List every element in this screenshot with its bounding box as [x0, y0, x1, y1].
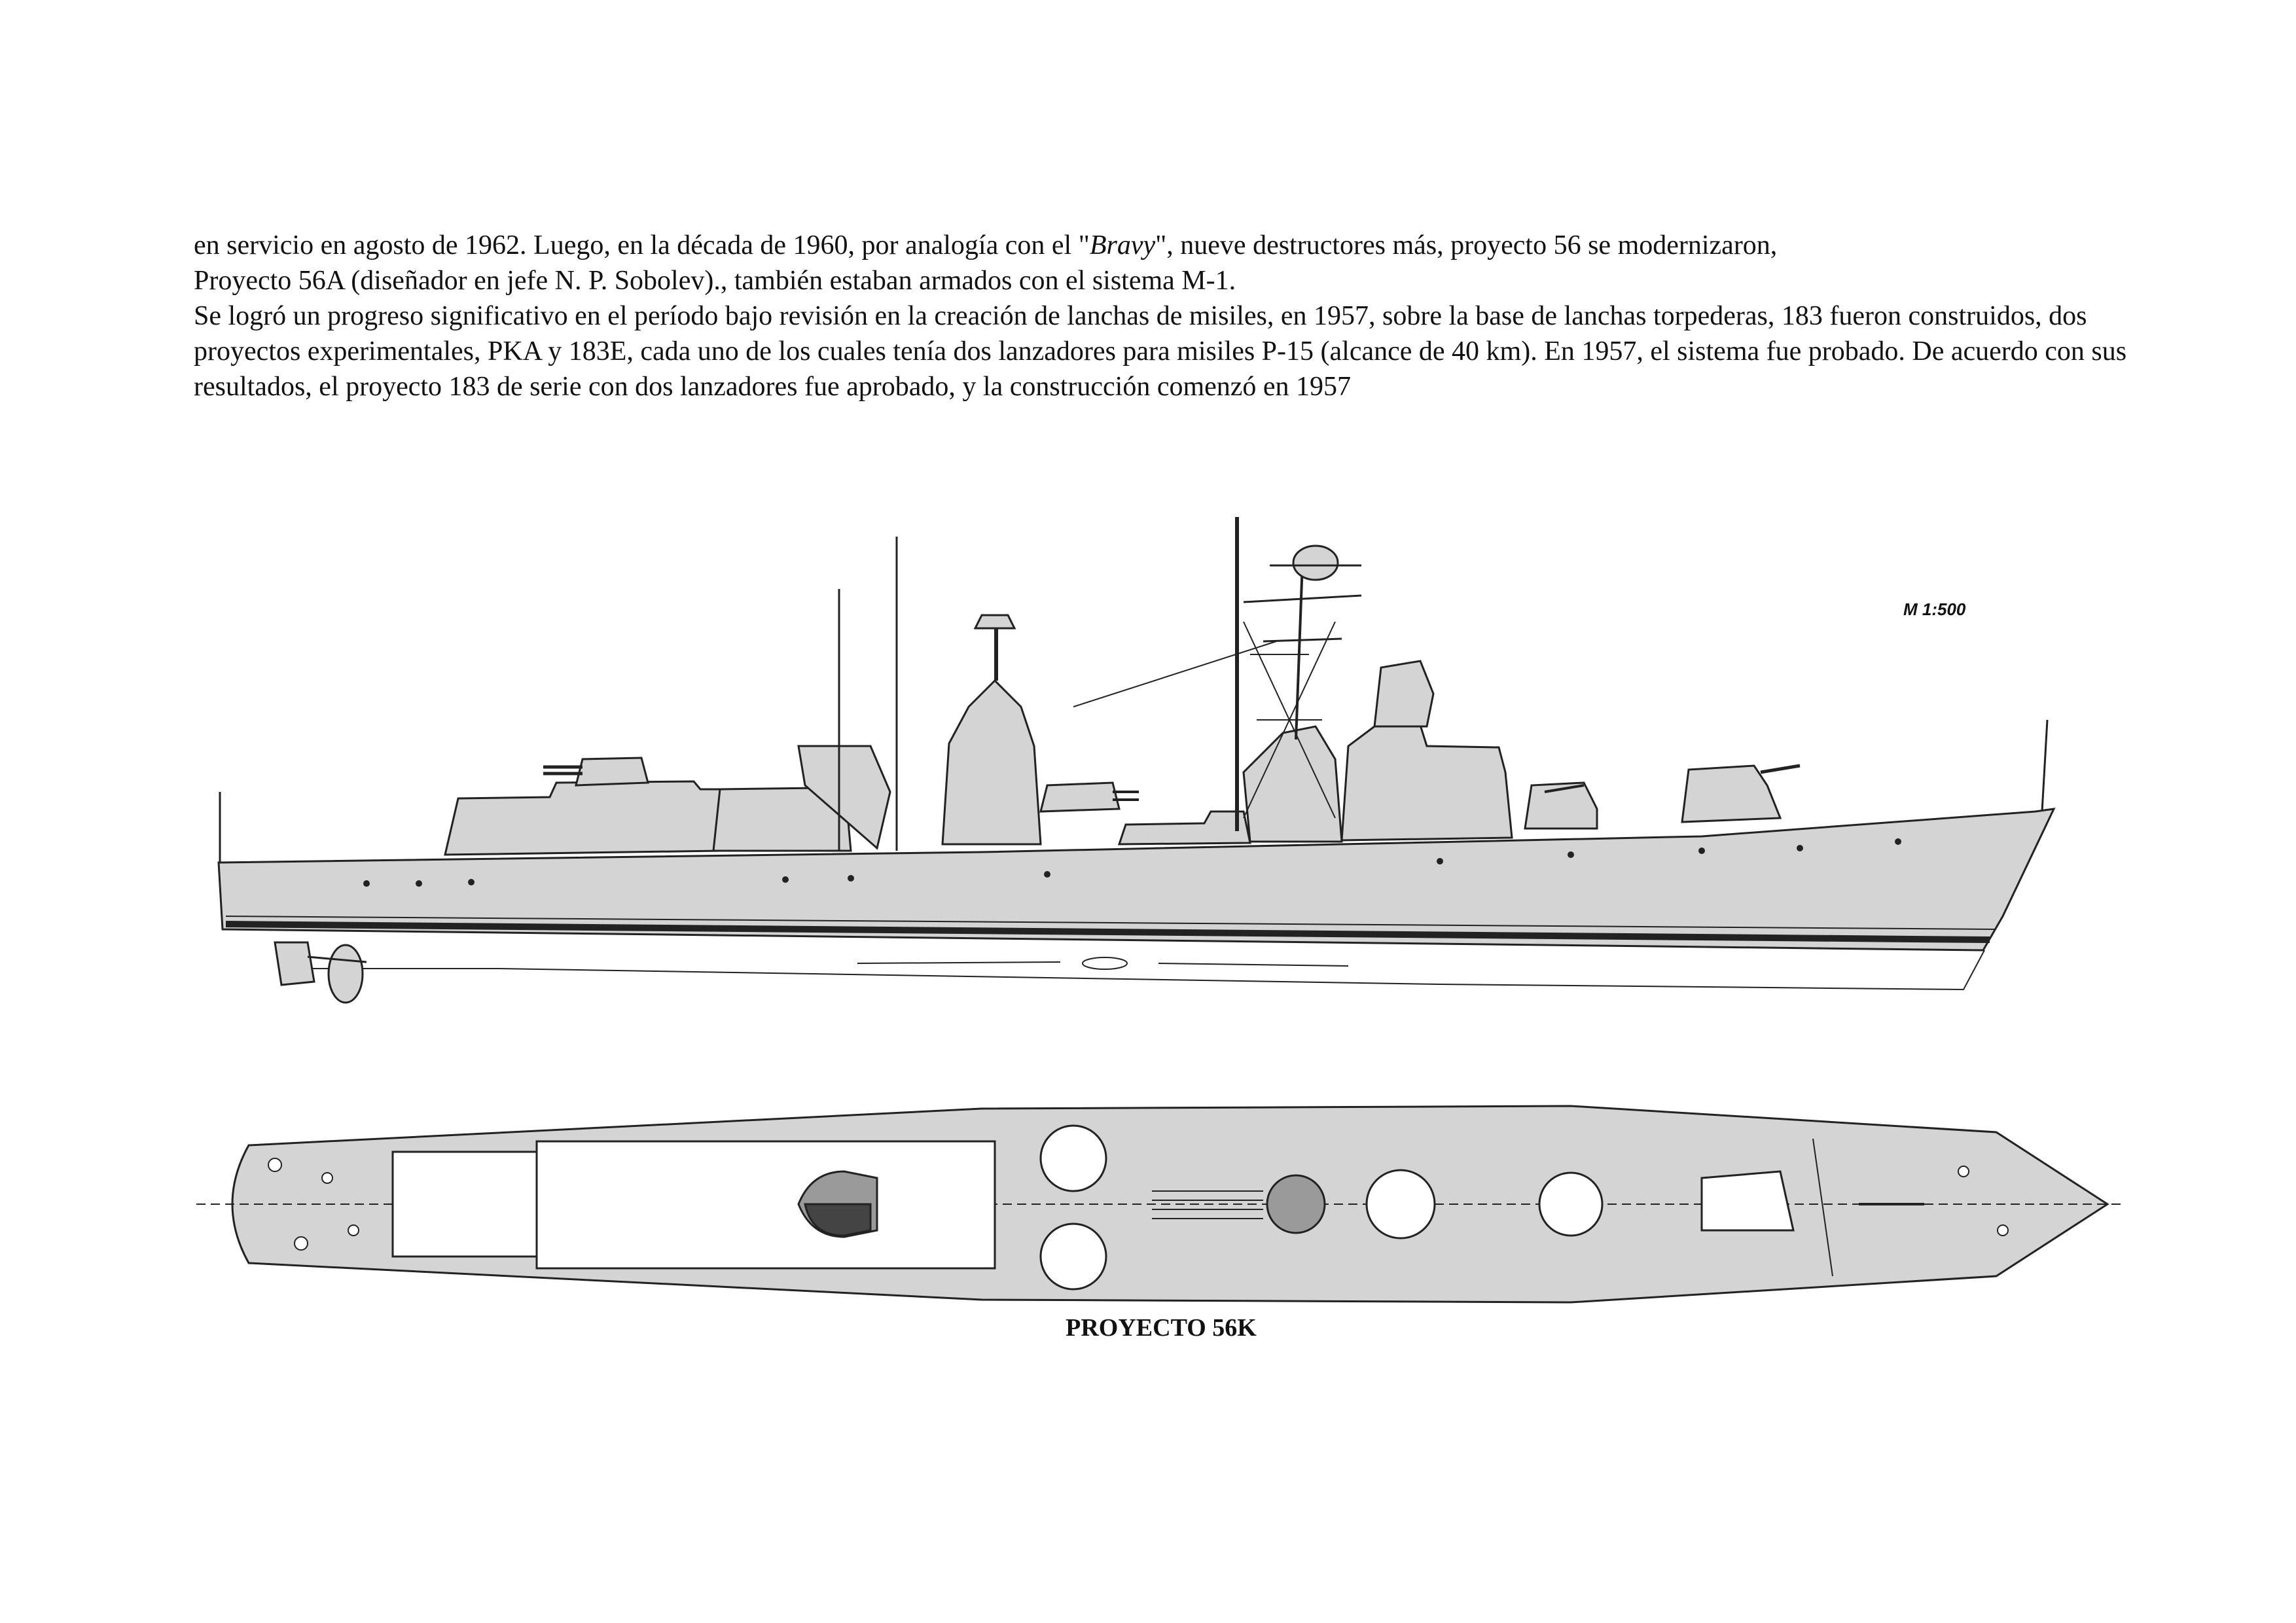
- boot-top: [225, 921, 1990, 943]
- paragraph-1: en servicio en agosto de 1962. Luego, en…: [194, 230, 1778, 296]
- ship-name-bravy: Bravy: [1089, 230, 1156, 260]
- forward-gun-plan: [1700, 1170, 1795, 1232]
- foremast-lattice: [1243, 621, 1336, 819]
- aft-funnel: [797, 745, 891, 850]
- gun-mount-plan-3: [1266, 1174, 1326, 1234]
- aft-deckhouse-plan: [391, 1150, 538, 1258]
- rudder: [274, 941, 315, 986]
- bridge-director: [1373, 660, 1435, 728]
- scale-label: M 1:500: [1903, 599, 1966, 619]
- plan-view: [196, 1105, 2121, 1304]
- aft-superstructure: [444, 780, 721, 856]
- gun-mount-plan-2: [1039, 1222, 1107, 1291]
- gun-mount-plan-1: [1039, 1124, 1107, 1192]
- propeller: [327, 944, 364, 1004]
- aft-twin-gun: [1039, 781, 1121, 813]
- forward-funnel: [1242, 725, 1343, 843]
- body-text: en servicio en agosto de 1962. Luego, en…: [194, 228, 2131, 404]
- forward-gun-a: [1681, 764, 1782, 823]
- drawing-caption: PROYECTO 56K: [1066, 1314, 1257, 1342]
- midships-house: [1117, 810, 1251, 846]
- aft-gun-mount: [575, 757, 649, 787]
- side-profile: [217, 517, 2056, 1004]
- waterline: [225, 916, 1997, 930]
- gun-mount-plan-5: [1538, 1171, 1604, 1237]
- forward-gun-b: [1524, 781, 1598, 830]
- side-hull: [217, 808, 2056, 952]
- gun-mount-plan-4: [1365, 1169, 1436, 1240]
- deck-fittings: [268, 1158, 2009, 1251]
- bridge: [1340, 724, 1513, 842]
- paragraph-2: Se logró un progreso significativo en el…: [194, 301, 2127, 402]
- fore-radar-antenna: [1292, 544, 1339, 581]
- bilge-keel: [857, 961, 1349, 967]
- aft-tower: [941, 679, 1042, 846]
- jackstaff: [2041, 719, 2049, 812]
- underwater-hull: [308, 950, 1985, 991]
- portholes: [363, 838, 1901, 887]
- torpedo-tubes-plan: [1152, 1190, 1263, 1219]
- fore-yard: [1243, 594, 1362, 643]
- aft-radar: [973, 614, 1016, 630]
